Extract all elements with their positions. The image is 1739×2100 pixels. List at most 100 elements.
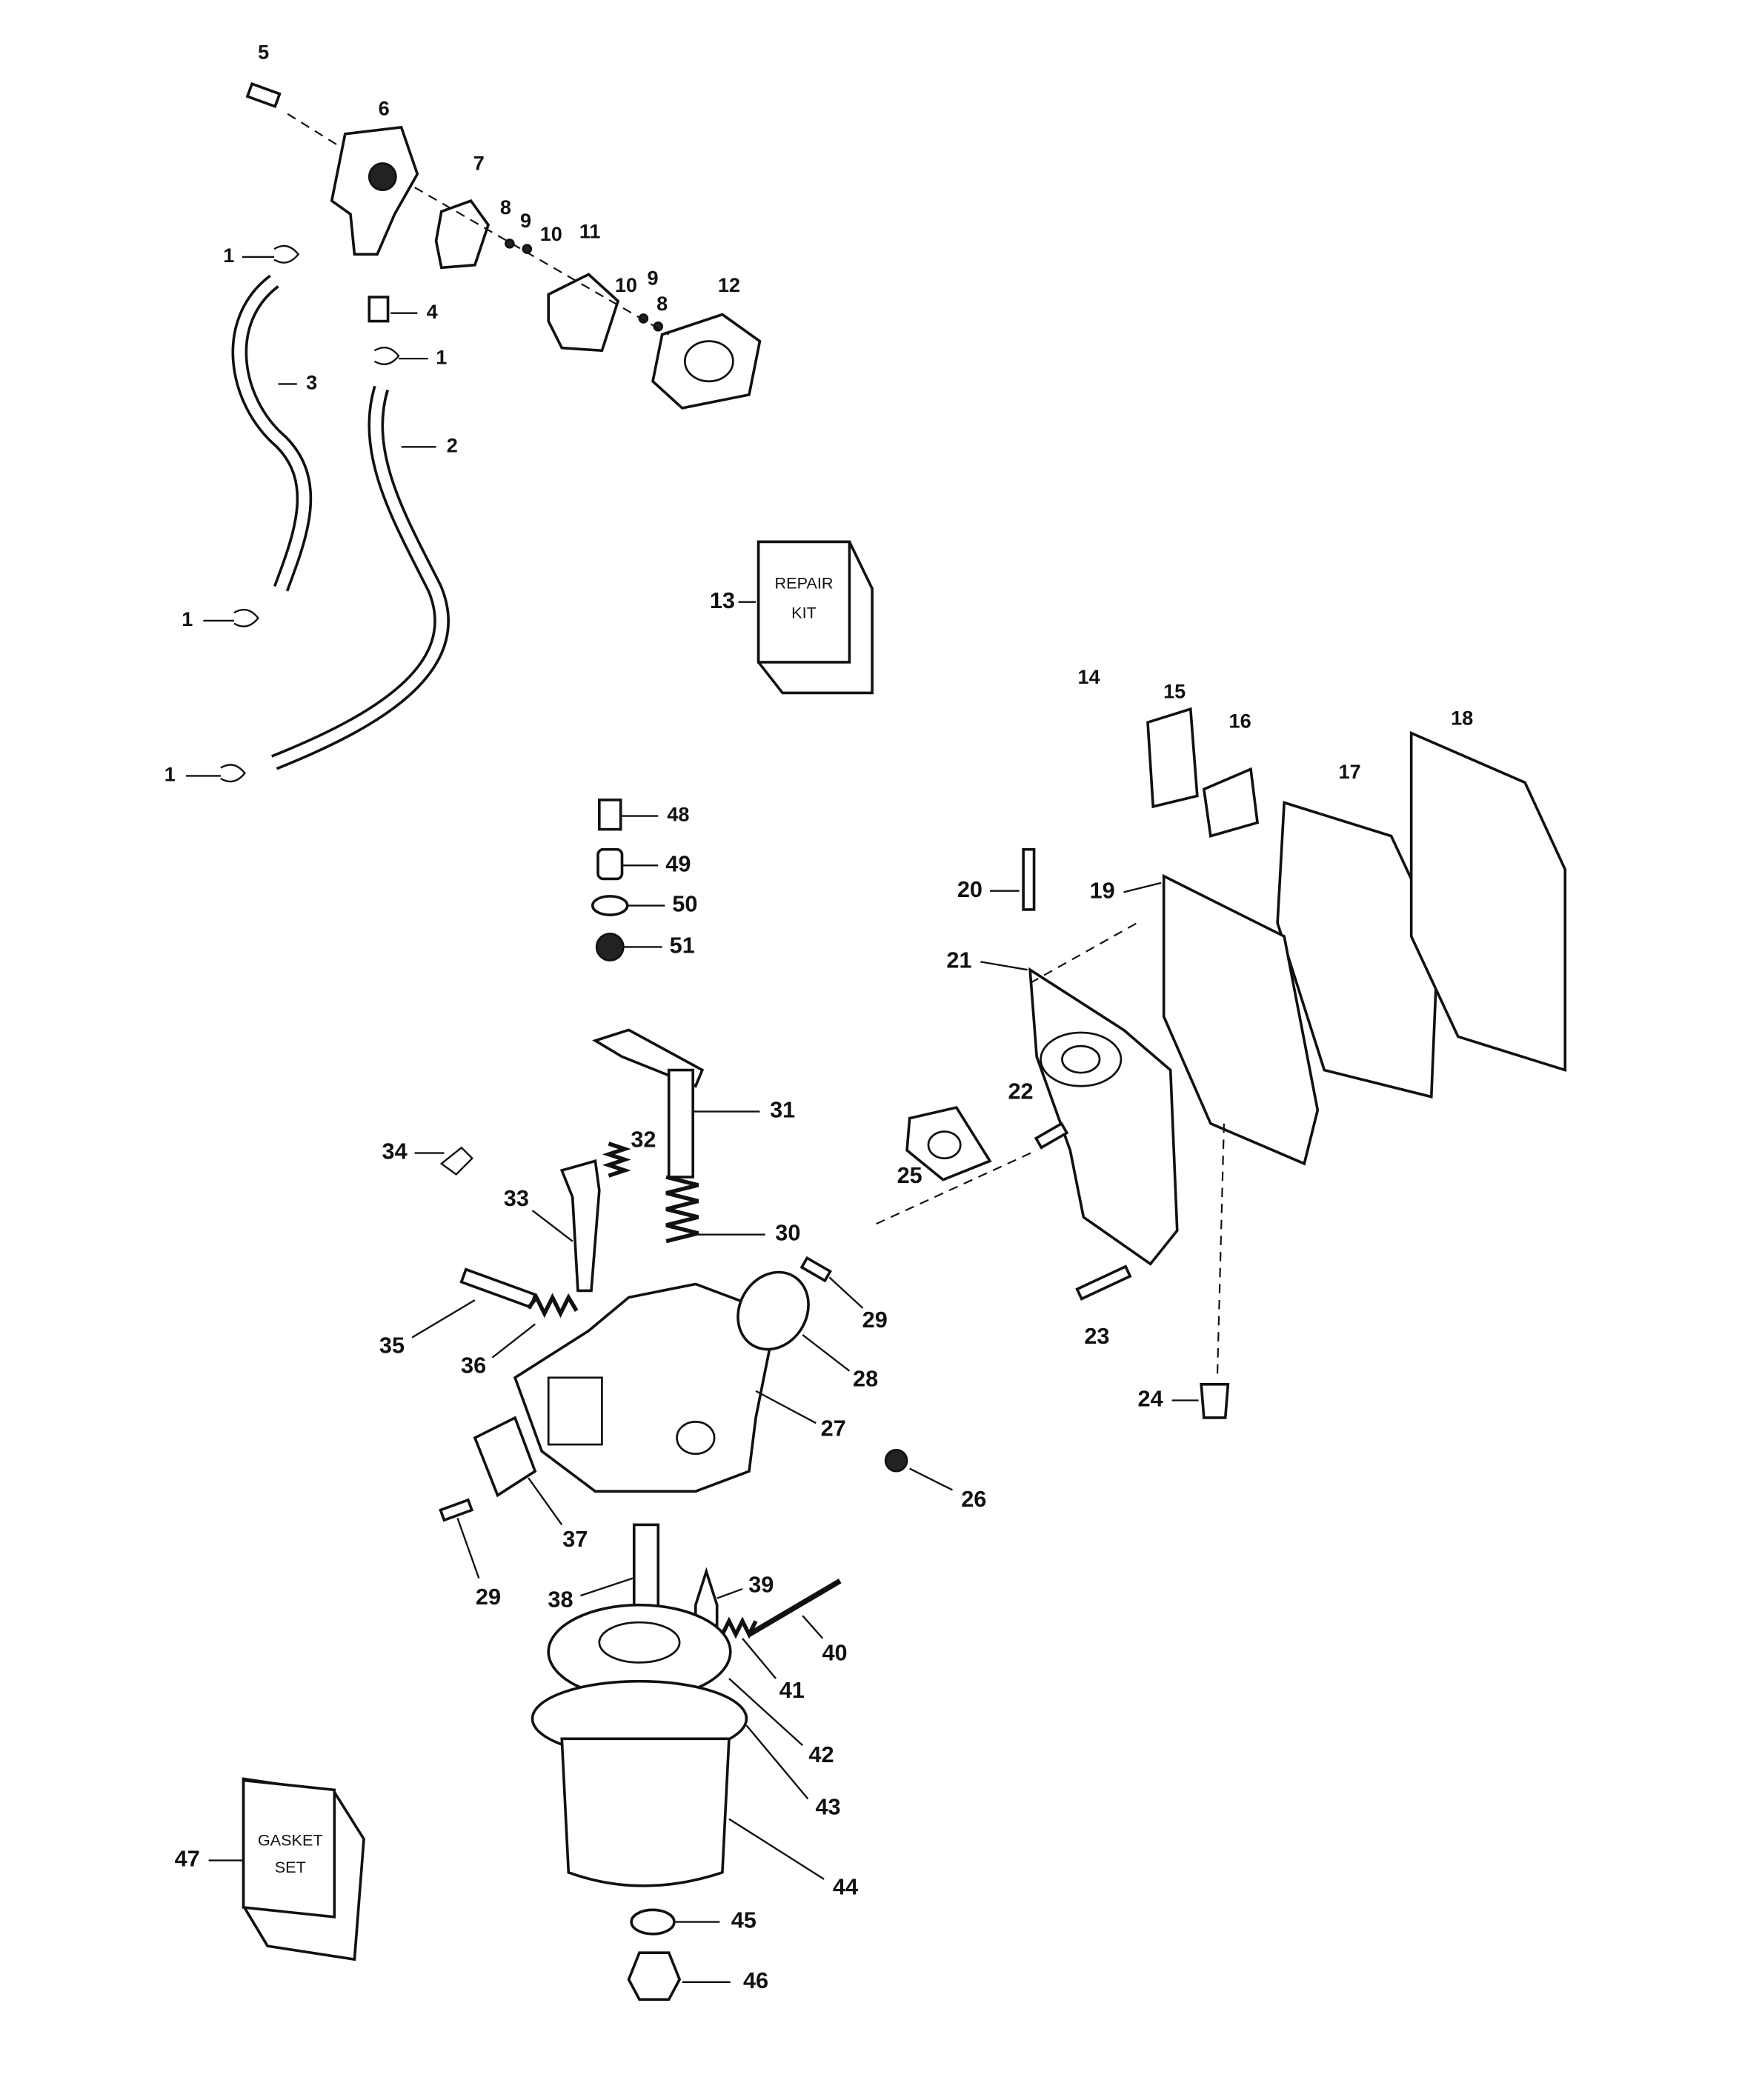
callout-leader-line [411,1299,476,1339]
callout-36: 36 [461,1352,486,1378]
callout-9: 9 [647,267,658,290]
callout-leader-line [528,1477,563,1526]
callout-27: 27 [821,1415,846,1441]
callout-50: 50 [672,891,697,917]
washer-45 [630,1908,676,1936]
callout-11: 11 [579,220,601,243]
callout-2: 2 [447,433,458,456]
callout-leader-line [456,1517,480,1579]
screw-23 [1075,1264,1132,1301]
callout-leader-line [802,1334,851,1372]
callout-leader-line [742,1638,777,1679]
callout-41: 41 [779,1677,805,1703]
plate-28 [737,1270,810,1351]
screw-29-top [799,1256,832,1283]
spring-32 [602,1141,631,1178]
pump-cover-11 [547,273,620,353]
pin-40 [748,1579,842,1637]
callout-4: 4 [427,300,438,323]
callout-leader-line [728,1678,804,1747]
pump-body-6 [330,125,419,256]
spring-30 [665,1175,699,1244]
callout-10: 10 [540,222,562,245]
callout-5: 5 [258,41,269,64]
callout-7: 7 [473,151,485,174]
callout-9: 9 [520,209,531,232]
grommet-24 [1200,1383,1230,1419]
callout-15: 15 [1163,680,1186,703]
callout-26: 26 [961,1486,986,1512]
callout-leader-line [828,1276,864,1309]
screw-29-bottom [439,1498,474,1522]
repair-kit-line1: REPAIR [775,574,834,593]
gasket-set-line2: SET [275,1858,306,1876]
callout-19: 19 [1090,878,1115,904]
callout-6: 6 [379,96,390,119]
callout-30: 30 [775,1220,800,1246]
callout-leader-line [802,1615,824,1639]
callout-leader-line [909,1467,953,1491]
callout-8: 8 [656,292,668,315]
callout-44: 44 [833,1874,858,1900]
callout-21: 21 [946,947,971,973]
diaphragm-7 [434,199,490,270]
intake-manifold-21 [1028,967,1179,1266]
callout-24: 24 [1138,1386,1163,1412]
callout-46: 46 [743,1967,768,1993]
reed-16 [1202,767,1260,838]
callout-leader-line [716,1587,743,1599]
callout-40: 40 [822,1640,847,1666]
main-jet-38 [632,1523,660,1620]
throttle-shaft [667,1068,694,1179]
callout-leader-line [580,1577,634,1597]
callout-23: 23 [1084,1323,1109,1349]
callout-leader-line [728,1818,825,1880]
callout-1: 1 [182,607,193,630]
float-bowl-44 [560,1737,731,1887]
washer-50 [591,895,629,916]
fitting-5 [245,81,282,109]
valve-4 [368,296,390,323]
bushing-49 [596,847,624,881]
callout-42: 42 [808,1741,834,1767]
callout-18: 18 [1451,707,1473,730]
callout-51: 51 [670,933,695,959]
callout-12: 12 [718,273,740,296]
stud-22 [1034,1121,1069,1150]
callout-48: 48 [667,803,689,826]
callout-leader-line [491,1323,536,1359]
callout-14: 14 [1078,665,1100,688]
callout-leader-line [980,961,1028,971]
choke-shaft-33 [559,1159,601,1293]
callout-10: 10 [615,273,637,296]
plate-37 [473,1416,537,1498]
callout-8: 8 [500,196,511,219]
gasket-set-line1: GASKET [258,1831,323,1850]
callout-leader-line [755,1390,817,1424]
gasket-set-box: GASKET SET [242,1777,365,1961]
pin-20 [1022,847,1036,911]
gasket-18 [1409,730,1567,1073]
callout-1: 1 [436,345,447,368]
reed-plate-15 [1146,707,1199,809]
callout-1: 1 [164,763,176,786]
callout-leader-line [531,1210,573,1242]
callout-34: 34 [382,1139,408,1164]
callout-1: 1 [223,244,234,267]
callout-32: 32 [631,1126,656,1152]
callout-33: 33 [504,1185,529,1211]
repair-kit-box: REPAIR KIT [757,540,874,695]
spring-36 [526,1293,579,1319]
screw-48 [598,799,622,831]
callout-leader-line [1123,881,1162,893]
callout-31: 31 [770,1097,795,1123]
ball-26 [884,1448,908,1473]
callout-28: 28 [853,1366,878,1392]
callout-22: 22 [1008,1078,1033,1104]
callout-3: 3 [306,371,317,394]
spring-41 [720,1616,758,1639]
drain-plug-46 [627,1951,682,2001]
callout-29: 29 [862,1307,888,1333]
